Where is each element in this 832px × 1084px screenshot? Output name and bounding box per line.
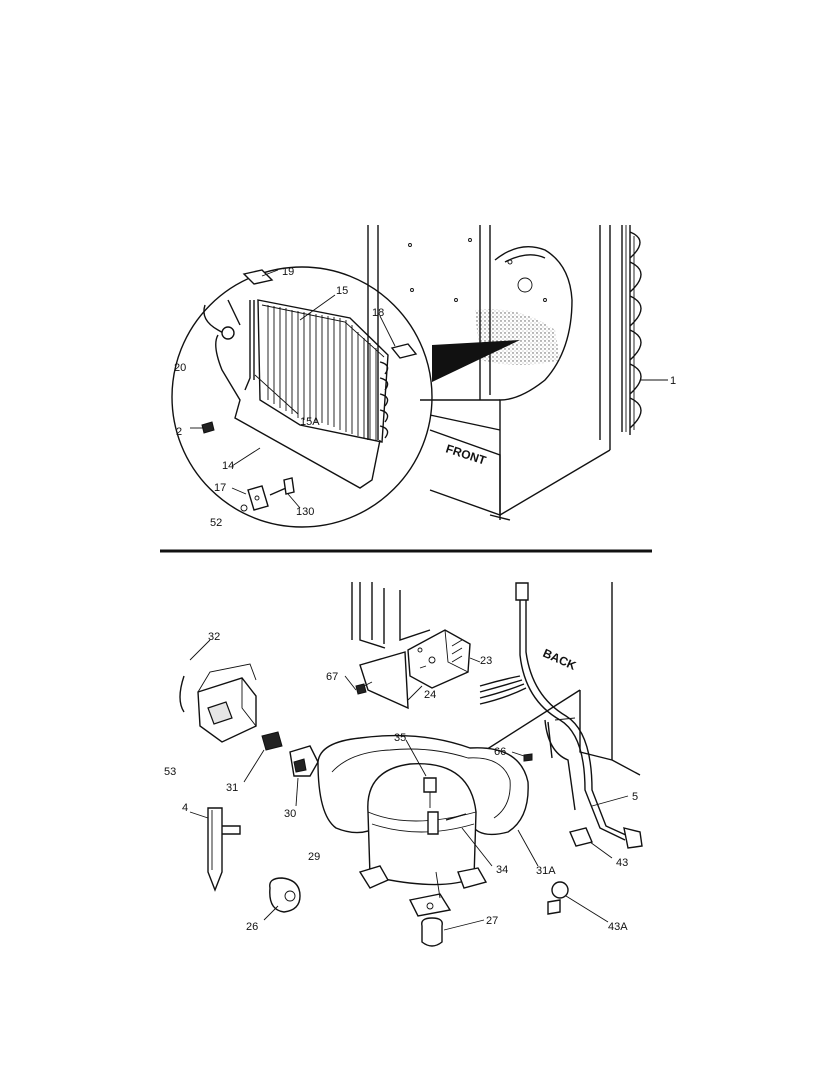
callout-15: 15: [336, 285, 348, 297]
callout-31: 31: [226, 782, 238, 794]
callout-15a: 15A: [300, 416, 320, 428]
evaporator-detail-circle: [171, 266, 668, 528]
upper-callouts: 19 15 18 20 15A 2 14 17 130 52 1: [174, 266, 676, 529]
callout-31a: 31A: [536, 865, 556, 877]
callout-35: 35: [394, 732, 406, 744]
front-label: FRONT: [444, 442, 488, 468]
callout-27: 27: [486, 915, 498, 927]
callout-4: 4: [182, 802, 188, 814]
callout-24: 24: [424, 689, 436, 701]
callout-30: 30: [284, 808, 296, 820]
callout-130: 130: [296, 506, 314, 518]
callout-43: 43: [616, 857, 628, 869]
callout-66: 66: [494, 746, 506, 758]
callout-43a: 43A: [608, 921, 628, 933]
callout-14: 14: [222, 460, 234, 472]
callout-23: 23: [480, 655, 492, 667]
callout-1: 1: [670, 375, 676, 387]
callout-34: 34: [496, 864, 508, 876]
compressor-area: BACK: [179, 582, 643, 947]
callout-32: 32: [208, 631, 220, 643]
callout-53: 53: [164, 766, 176, 778]
callout-20: 20: [174, 362, 186, 374]
callout-5: 5: [632, 791, 638, 803]
callout-18: 18: [372, 307, 384, 319]
callout-17: 17: [214, 482, 226, 494]
callout-2: 2: [176, 426, 182, 438]
freezer-cabinet: FRONT: [367, 225, 642, 521]
lower-callouts: 32 23 67 24 35 66 53 31 5 4 30 29 43 34 …: [164, 631, 638, 933]
callout-67: 67: [326, 671, 338, 683]
callout-26: 26: [246, 921, 258, 933]
back-label: BACK: [541, 646, 579, 673]
callout-29: 29: [308, 851, 320, 863]
callout-19: 19: [282, 266, 294, 278]
callout-52: 52: [210, 517, 222, 529]
